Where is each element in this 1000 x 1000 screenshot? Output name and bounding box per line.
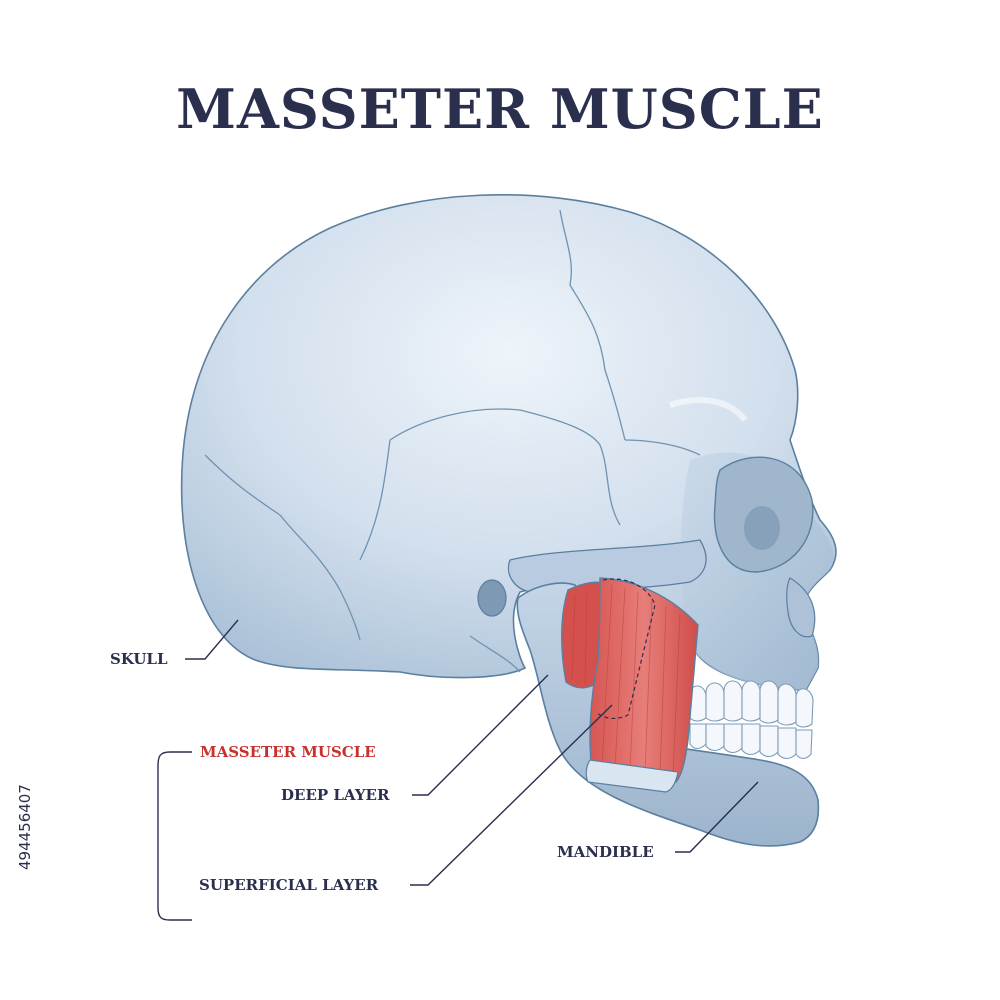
lower-tooth xyxy=(759,725,779,758)
image-id-text: 494456407 xyxy=(16,784,34,870)
lower-tooth xyxy=(723,723,743,754)
upper-tooth xyxy=(705,682,725,722)
muscle-tendon xyxy=(585,759,679,793)
orbit-shadow xyxy=(744,506,780,550)
teeth xyxy=(689,680,814,760)
coronal-suture xyxy=(559,209,626,441)
lower-tooth xyxy=(777,727,797,760)
diagram-title: MASSETER MUSCLE xyxy=(176,77,824,141)
muscle-fibers xyxy=(571,584,681,779)
zygomatic-arch xyxy=(507,539,707,593)
superficial-layer-leader xyxy=(410,704,613,886)
group-bracket xyxy=(157,751,192,921)
upper-tooth xyxy=(741,680,761,722)
upper-tooth xyxy=(759,680,779,724)
deep-layer-label: DEEP LAYER xyxy=(281,786,390,804)
mastoid-edge xyxy=(469,635,521,673)
upper-tooth xyxy=(723,680,743,722)
skull-leader xyxy=(185,619,239,660)
lower-tooth xyxy=(741,723,761,756)
skull-label: SKULL xyxy=(110,650,168,668)
nasal-cavity xyxy=(786,577,816,638)
mandible-label: MANDIBLE xyxy=(557,843,654,861)
lower-tooth xyxy=(795,729,813,760)
temporal-suture xyxy=(359,439,391,561)
deep-layer-leader xyxy=(412,674,549,796)
superficial-layer-label: SUPERFICIAL LAYER xyxy=(199,876,379,894)
upper-tooth xyxy=(795,688,814,728)
frontal-suture xyxy=(624,439,701,456)
masseter-muscle xyxy=(561,577,699,793)
masseter-group-label: MASSETER MUSCLE xyxy=(200,743,376,761)
upper-tooth xyxy=(777,683,797,726)
squamosal-suture xyxy=(389,408,621,526)
deep-layer-outline xyxy=(595,578,656,719)
mandible-leader xyxy=(675,781,759,853)
lambdoid-suture xyxy=(204,454,361,641)
brow-highlight xyxy=(669,397,748,422)
lower-tooth xyxy=(689,723,707,750)
lower-tooth xyxy=(705,723,725,752)
ear-canal xyxy=(477,579,507,617)
